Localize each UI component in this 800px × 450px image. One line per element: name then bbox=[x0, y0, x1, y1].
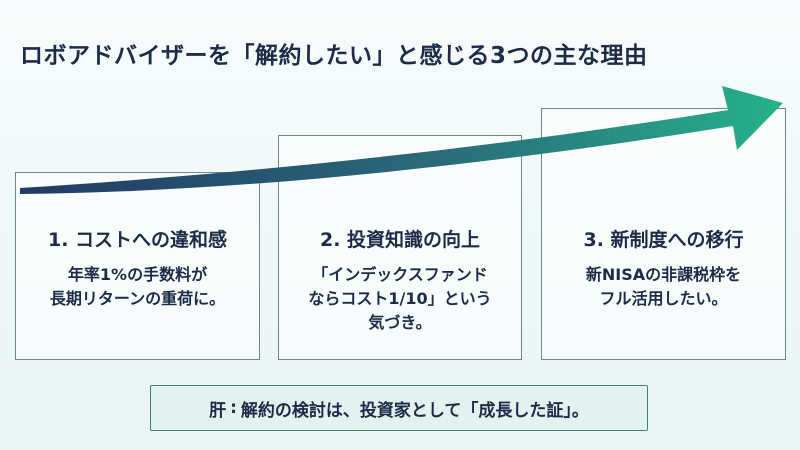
reason-card-body: 「インデックスファンド ならコスト1/10」という 気づき。 bbox=[279, 263, 521, 335]
reason-card-line: 気づき。 bbox=[368, 313, 432, 332]
callout-key: 肝 bbox=[209, 400, 227, 421]
key-takeaway-callout: 肝 : 解約の検討は、投資家として「成長した証」。 bbox=[150, 385, 648, 431]
reason-card-title: 2. 投資知識の向上 bbox=[319, 229, 481, 251]
reason-card-2: 2. 投資知識の向上 「インデックスファンド ならコスト1/10」という 気づき… bbox=[278, 135, 522, 360]
reason-card-line: 年率1%の手数料が bbox=[67, 265, 208, 284]
callout-separator: : bbox=[230, 398, 237, 418]
reason-card-3: 3. 新制度への移行 新NISAの非課税枠を フル活用したい。 bbox=[541, 108, 786, 360]
callout-text: 解約の検討は、投資家として「成長した証」。 bbox=[240, 400, 589, 421]
reason-card-title: 1. コストへの違和感 bbox=[47, 229, 228, 251]
reason-card-line: 新NISAの非課税枠を bbox=[585, 265, 742, 284]
reason-card-line: フル活用したい。 bbox=[599, 289, 728, 308]
reason-card-line: 「インデックスファンド bbox=[312, 265, 488, 284]
page-title: ロボアドバイザーを「解約したい」と感じる3つの主な理由 bbox=[20, 43, 648, 69]
reason-card-line: ならコスト1/10」という bbox=[308, 289, 492, 308]
reason-card-body: 新NISAの非課税枠を フル活用したい。 bbox=[542, 263, 785, 311]
reason-card-title: 3. 新制度への移行 bbox=[583, 229, 744, 251]
reason-card-1: 1. コストへの違和感 年率1%の手数料が 長期リターンの重荷に。 bbox=[15, 172, 260, 360]
reason-card-body: 年率1%の手数料が 長期リターンの重荷に。 bbox=[16, 263, 259, 311]
reason-card-line: 長期リターンの重荷に。 bbox=[49, 289, 226, 308]
